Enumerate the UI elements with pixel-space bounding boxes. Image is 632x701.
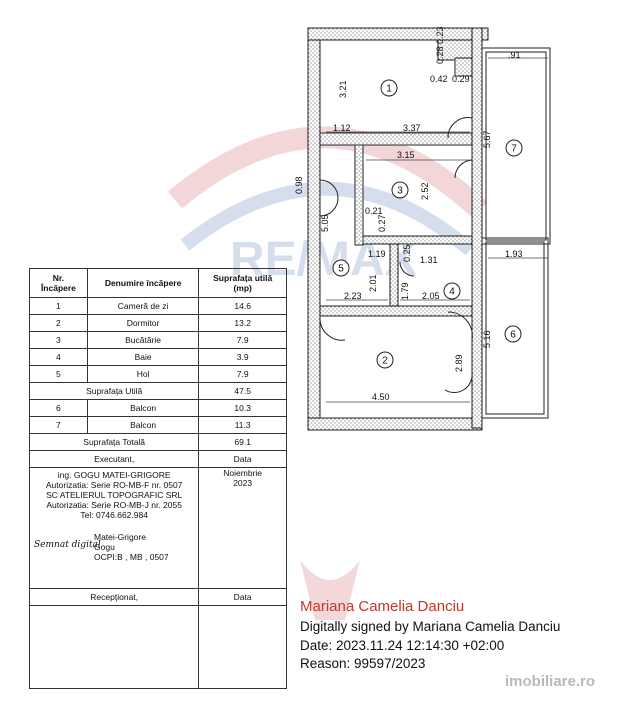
rooms-table: Nr. Încăpere Denumire încăpere Suprafața… (28, 268, 287, 689)
doors (319, 117, 473, 394)
dim-label: 0.21 (365, 206, 383, 216)
room-label-7: 7 (505, 139, 523, 157)
dim-label: 1.93 (505, 249, 523, 259)
svg-text:2: 2 (382, 356, 388, 367)
executant-line: Autorizatia: Serie RO-MB-J nr. 2055 (46, 500, 182, 510)
dim-label: 2.05 (422, 291, 440, 301)
executant-header-row: Executant,Data (28, 450, 287, 468)
signature-line-1: Digitally signed by Mariana Camelia Danc… (300, 619, 561, 634)
dim-label: 1.79 (400, 282, 410, 300)
dim-label: 1.12 (333, 123, 351, 133)
dim-label: 0.28 (435, 46, 445, 64)
dim-label: 5.16 (482, 330, 492, 348)
dim-label: 2.52 (420, 182, 430, 200)
dim-label: .91 (508, 50, 521, 60)
header-nr: Nr. Încăpere (29, 268, 88, 298)
dim-label: 5.67 (482, 130, 492, 148)
digital-signature-stamp: Matei-Grigore Gogu OCPI:B , MB , 0507 (94, 532, 169, 562)
executant-line: Autorizatia: Serie RO-MB-F nr. 0507 (45, 480, 183, 490)
dim-label: 0.98 (294, 176, 304, 194)
signature-line-2: Date: 2023.11.24 12:14:30 +02:00 (300, 638, 505, 653)
dim-label: 1.19 (368, 249, 386, 259)
svg-text:5: 5 (338, 264, 344, 275)
executant-date: Noiembrie 2023 (223, 468, 263, 488)
walls (307, 27, 489, 431)
dim-label: 2.01 (368, 274, 378, 292)
room-label-2: 2 (376, 351, 394, 369)
svg-text:7: 7 (511, 144, 517, 155)
dim-label: 2.89 (454, 354, 464, 372)
executant-details: ing. GOGU MATEI-GRIGORE Autorizatia: Ser… (30, 468, 198, 520)
svg-text:4: 4 (449, 287, 455, 298)
room-label-3: 3 (391, 181, 409, 199)
dimension-labels: 3.21 0.28 0.23 0.42 0.29 .91 1.12 3.37 5… (294, 26, 523, 402)
dim-label: 0.23 (435, 26, 445, 44)
dim-label: 3.37 (403, 123, 421, 133)
dimension-lines (326, 57, 548, 403)
dim-label: 1.31 (420, 255, 438, 265)
header-name: Denumire încăpere (86, 268, 200, 298)
dim-label: 0.42 (430, 74, 448, 84)
room-numbers: 1 2 3 4 5 6 7 (332, 79, 523, 369)
header-area: Suprafața utilă (mp) (198, 268, 287, 298)
site-watermark: imobiliare.ro (505, 673, 596, 690)
svg-text:3: 3 (397, 186, 403, 197)
room-label-1: 1 (380, 79, 398, 97)
table-header-row: Nr. Încăpere Denumire încăpere Suprafața… (29, 268, 287, 298)
room-label-6: 6 (504, 325, 522, 343)
handwritten-signature: Semnat digital (34, 540, 101, 550)
signature-line-3: Reason: 99597/2023 (300, 656, 426, 671)
executant-line: ing. GOGU MATEI-GRIGORE (57, 470, 171, 480)
receptionat-row (28, 605, 287, 689)
signer-name: Mariana Camelia Danciu (300, 598, 465, 615)
dim-label: 3.15 (397, 150, 415, 160)
dim-label: 5.05 (320, 214, 330, 232)
dim-label: 0.29 (452, 74, 470, 84)
dim-label: 2.23 (344, 291, 362, 301)
room-label-5: 5 (332, 259, 350, 277)
receptionat-header-row: Recepționat,Data (28, 588, 287, 606)
executant-row: ing. GOGU MATEI-GRIGORE Autorizatia: Ser… (28, 467, 287, 589)
balconies (481, 47, 551, 419)
executant-line: Tel: 0746.662.984 (80, 510, 148, 520)
svg-text:1: 1 (386, 84, 392, 95)
executant-line: SC ATELIERUL TOPOGRAFIC SRL (46, 490, 183, 500)
dim-label: 0.27 (377, 214, 387, 232)
dim-label: 4.50 (372, 392, 390, 402)
dim-label: 3.21 (338, 80, 348, 98)
room-label-4: 4 (443, 282, 461, 300)
dim-label: 0.25 (402, 244, 412, 262)
svg-text:6: 6 (510, 330, 516, 341)
